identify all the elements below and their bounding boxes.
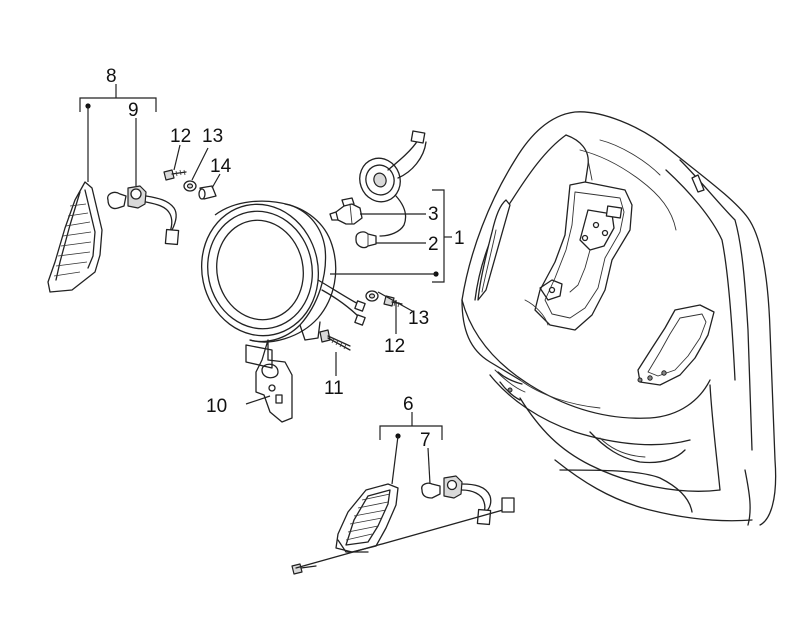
callout-7: 7 — [420, 430, 431, 451]
callout-13-lower: 13 — [408, 308, 429, 329]
spacer-sleeve — [198, 185, 217, 200]
callout-2: 2 — [428, 234, 439, 255]
scooter-front-shield — [461, 111, 777, 526]
right-indicator-lens — [335, 483, 399, 553]
callout-13-upper: 13 — [202, 126, 223, 147]
screw-lower — [383, 295, 403, 308]
callout-14: 14 — [210, 156, 232, 177]
right-indicator-bulb-socket — [295, 475, 515, 569]
callout-12-lower: 12 — [384, 336, 405, 357]
callout-11: 11 — [324, 378, 344, 399]
callout-3: 3 — [428, 204, 439, 225]
left-indicator-lens — [47, 181, 103, 293]
parking-bulb — [355, 231, 377, 249]
leader-lines — [79, 84, 452, 485]
bolt-long — [319, 329, 351, 351]
headlamp-assembly — [200, 200, 366, 343]
washer-lower — [365, 290, 379, 302]
callout-12-upper: 12 — [170, 126, 191, 147]
callout-9: 9 — [128, 100, 139, 121]
callout-10: 10 — [206, 396, 227, 417]
left-indicator-bulb-socket — [107, 185, 180, 246]
callout-labels: 8 9 12 13 14 3 2 1 13 12 11 10 6 7 — [106, 66, 465, 451]
callout-8: 8 — [106, 66, 117, 87]
callout-1: 1 — [454, 228, 465, 249]
bulb-socket-cover — [359, 130, 427, 237]
washer-upper — [183, 180, 197, 192]
screw-upper — [163, 169, 187, 181]
callout-6: 6 — [403, 394, 414, 415]
headlamp-bulb — [329, 197, 363, 225]
headlamp-bracket — [245, 339, 293, 423]
